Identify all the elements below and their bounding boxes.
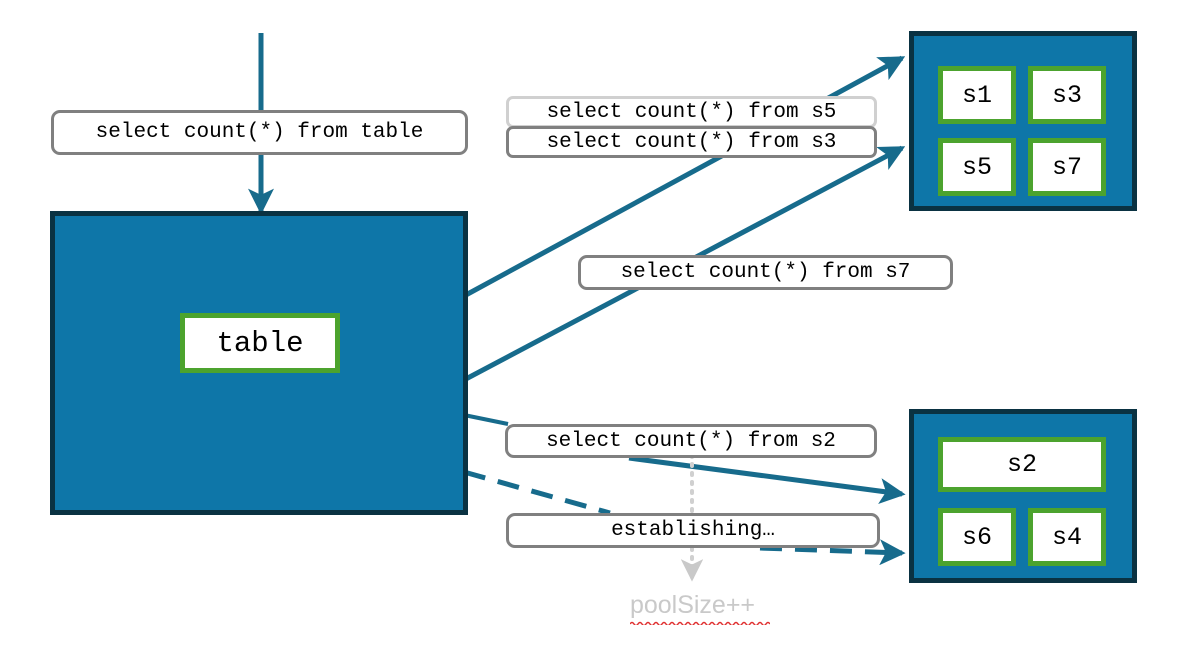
query-label-from-table[interactable]: select count(*) from table — [51, 110, 468, 155]
spellcheck-squiggle-icon — [629, 621, 770, 625]
node-s2[interactable]: s2 — [938, 437, 1106, 492]
annotation-poolsize: poolSize++ — [600, 591, 785, 625]
edge-establishing-to-server-bottom-dashed — [759, 539, 906, 566]
node-s6[interactable]: s6 — [938, 508, 1016, 566]
query-label-from-s2[interactable]: select count(*) from s2 — [505, 424, 877, 458]
query-label-from-s7[interactable]: select count(*) from s7 — [578, 255, 953, 290]
node-s7[interactable]: s7 — [1028, 138, 1106, 196]
edge-pool-to-s2-label — [463, 413, 509, 426]
node-s5[interactable]: s5 — [938, 138, 1016, 196]
edge-s2-label-to-server-bottom — [628, 455, 906, 504]
node-s1[interactable]: s1 — [938, 66, 1016, 124]
edge-pool-to-establishing-dashed — [463, 469, 611, 516]
node-table[interactable]: table — [180, 313, 340, 373]
query-label-from-s5[interactable]: select count(*) from s5 — [506, 96, 877, 128]
query-label-from-s3[interactable]: select count(*) from s3 — [506, 126, 877, 158]
node-s3[interactable]: s3 — [1028, 66, 1106, 124]
node-s4[interactable]: s4 — [1028, 508, 1106, 566]
status-label-establishing[interactable]: establishing… — [506, 513, 880, 548]
annotation-poolsize-label: poolSize++ — [629, 591, 756, 619]
